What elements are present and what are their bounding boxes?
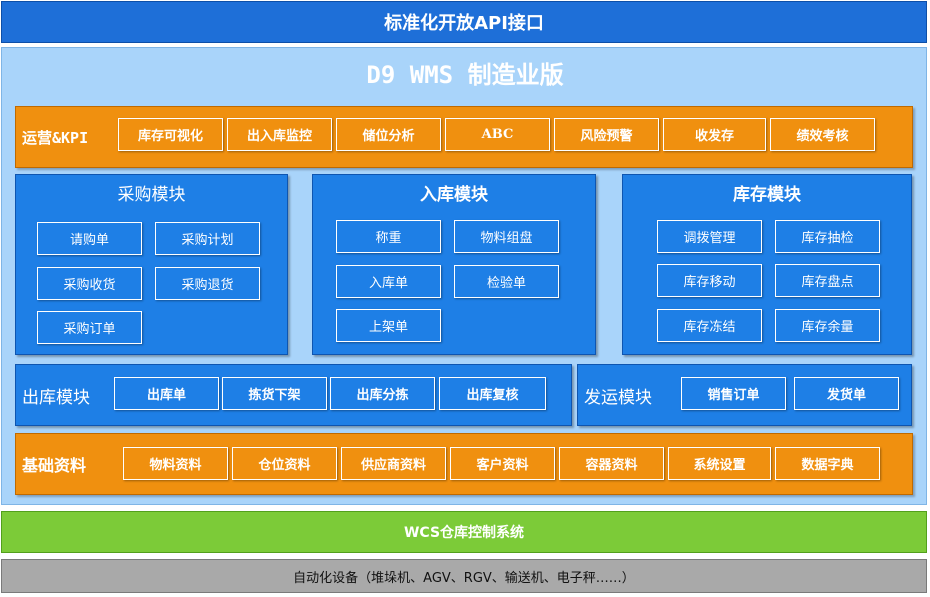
shipping-module-title: 发运模块: [584, 387, 652, 408]
procurement-module-title: 采购模块: [117, 184, 186, 205]
inventory-item-freeze[interactable]: 库存冻结: [657, 309, 762, 342]
ops-item-receive-issue-stock[interactable]: 收发存: [663, 118, 766, 151]
basic-item-supplier[interactable]: 供应商资料: [341, 447, 446, 480]
inbound-item-palletizing[interactable]: 物料组盘: [454, 220, 559, 253]
inventory-item-move[interactable]: 库存移动: [657, 264, 762, 297]
outbound-module-title: 出库模块: [22, 387, 90, 408]
shipping-item-dispatch-order[interactable]: 发货单: [794, 377, 899, 410]
procurement-item-receiving[interactable]: 采购收货: [37, 267, 142, 300]
api-interface-bar: 标准化开放API接口: [1, 1, 927, 43]
procurement-item-plan[interactable]: 采购计划: [155, 222, 260, 255]
inventory-item-spot-check[interactable]: 库存抽检: [775, 220, 880, 253]
basic-item-container[interactable]: 容器资料: [559, 447, 664, 480]
ops-kpi-label: 运营&KPI: [22, 128, 89, 147]
outbound-item-delivery-order[interactable]: 出库单: [114, 377, 219, 410]
procurement-item-order[interactable]: 采购订单: [37, 311, 142, 344]
automation-equipment-bar: 自动化设备（堆垛机、AGV、RGV、输送机、电子秤……）: [1, 559, 927, 593]
inventory-item-stocktake[interactable]: 库存盘点: [775, 264, 880, 297]
basic-item-location[interactable]: 仓位资料: [232, 447, 337, 480]
ops-item-performance-assessment[interactable]: 绩效考核: [770, 118, 875, 151]
api-interface-label: 标准化开放API接口: [384, 13, 544, 34]
automation-equipment-label: 自动化设备（堆垛机、AGV、RGV、输送机、电子秤……）: [293, 570, 635, 586]
wcs-control-system-label: WCS仓库控制系统: [403, 525, 525, 541]
basic-item-material[interactable]: 物料资料: [123, 447, 228, 480]
shipping-item-sales-order[interactable]: 销售订单: [681, 377, 786, 410]
basic-item-data-dictionary[interactable]: 数据字典: [775, 447, 880, 480]
wcs-control-system-bar: WCS仓库控制系统: [1, 511, 927, 553]
ops-item-risk-warning[interactable]: 风险预警: [554, 118, 659, 151]
inventory-item-balance[interactable]: 库存余量: [775, 309, 880, 342]
outbound-item-review[interactable]: 出库复核: [439, 377, 546, 410]
inbound-item-receipt[interactable]: 入库单: [336, 265, 441, 298]
ops-item-inventory-visualization[interactable]: 库存可视化: [118, 118, 223, 151]
inbound-module-title: 入库模块: [420, 184, 488, 205]
inventory-module-title: 库存模块: [733, 184, 801, 205]
basic-item-customer[interactable]: 客户资料: [450, 447, 555, 480]
inbound-item-inspection[interactable]: 检验单: [454, 265, 559, 298]
inbound-item-weighing[interactable]: 称重: [336, 220, 441, 253]
inventory-item-transfer[interactable]: 调拨管理: [657, 220, 762, 253]
wms-title: D9 WMS 制造业版: [366, 60, 564, 89]
basic-item-system-settings[interactable]: 系统设置: [668, 447, 771, 480]
ops-item-io-monitoring[interactable]: 出入库监控: [227, 118, 332, 151]
outbound-item-sorting[interactable]: 出库分拣: [330, 377, 435, 410]
basic-data-label: 基础资料: [22, 456, 87, 475]
ops-item-location-analysis[interactable]: 储位分析: [336, 118, 441, 151]
inbound-item-putaway[interactable]: 上架单: [336, 309, 441, 342]
ops-item-abc[interactable]: ABC: [445, 118, 550, 151]
procurement-item-requisition[interactable]: 请购单: [37, 222, 142, 255]
procurement-item-return[interactable]: 采购退货: [155, 267, 260, 300]
outbound-item-picking[interactable]: 拣货下架: [222, 377, 327, 410]
